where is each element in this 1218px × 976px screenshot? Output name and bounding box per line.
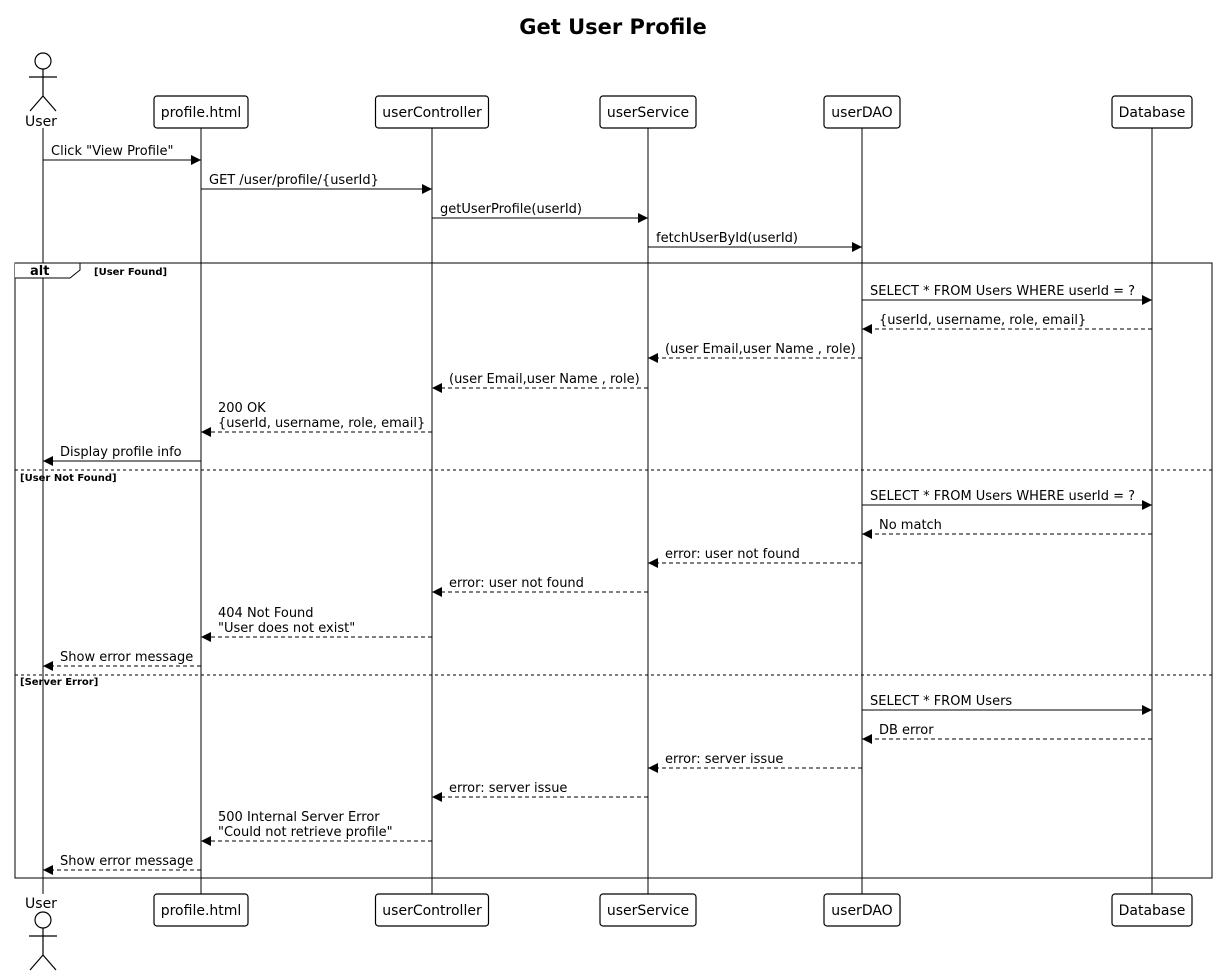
participant-label-top-dao: userDAO xyxy=(831,105,892,121)
message-label-11: SELECT * FROM Users WHERE userId = ? xyxy=(870,489,1135,504)
message-label-7: (user Email,user Name , role) xyxy=(665,342,856,357)
alt-fragment-frame xyxy=(14,262,1213,879)
participant-label-bottom-user: User xyxy=(25,896,57,912)
message-label-17: SELECT * FROM Users xyxy=(870,694,1012,709)
participant-label-top-profile: profile.html xyxy=(161,105,242,121)
participant-box-top-service xyxy=(599,95,697,129)
message-label-5: SELECT * FROM Users WHERE userId = ? xyxy=(870,284,1135,299)
alt-fragment: alt [User Found] [User Not Found] [Serve… xyxy=(14,262,1213,879)
alt-operator-label: alt xyxy=(30,264,49,279)
participant-box-bottom-controller xyxy=(374,893,490,927)
message-label-20: error: server issue xyxy=(449,781,567,796)
message-label-18: DB error xyxy=(879,723,934,738)
participant-box-bottom-dao xyxy=(823,893,901,927)
participant-label-bottom-dao: userDAO xyxy=(831,903,892,919)
participant-heads: UserUserprofile.htmlprofile.htmluserCont… xyxy=(25,52,1193,971)
participant-label-bottom-db: Database xyxy=(1119,903,1186,919)
actor-icon-top xyxy=(29,52,57,112)
message-label-6: {userId, username, role, email} xyxy=(879,313,1086,328)
participant-label-top-service: userService xyxy=(607,105,689,121)
diagram-title: Get User Profile xyxy=(519,15,706,39)
guard-user-not-found: [User Not Found] xyxy=(20,473,117,484)
messages: Click "View Profile" GET /user/profile/{u… xyxy=(43,144,1152,875)
lifelines xyxy=(42,128,1153,894)
participant-label-bottom-service: userService xyxy=(607,903,689,919)
message-label-21-line-1: 500 Internal Server Error xyxy=(218,810,380,825)
message-label-19: error: server issue xyxy=(665,752,783,767)
message-label-9-line-1: 200 OK xyxy=(218,401,266,416)
message-label-16: Show error message xyxy=(60,650,193,665)
message-label-8: (user Email,user Name , role) xyxy=(449,372,640,387)
participant-label-top-user: User xyxy=(25,114,57,130)
participant-label-top-controller: userController xyxy=(382,105,482,121)
participant-box-top-controller xyxy=(374,95,490,129)
message-label-9-line-2: {userId, username, role, email} xyxy=(218,416,425,431)
participant-label-bottom-profile: profile.html xyxy=(161,903,242,919)
actor-icon-bottom xyxy=(29,911,57,971)
message-label-4: fetchUserById(userId) xyxy=(656,231,798,246)
participant-label-top-db: Database xyxy=(1119,105,1186,121)
participant-box-top-dao xyxy=(823,95,901,129)
participant-box-bottom-service xyxy=(599,893,697,927)
guard-user-found: [User Found] xyxy=(94,267,167,278)
participant-box-bottom-profile xyxy=(153,893,249,927)
alt-operator-tab xyxy=(15,262,81,279)
message-label-3: getUserProfile(userId) xyxy=(440,202,582,217)
participant-box-top-profile xyxy=(153,95,249,129)
message-label-21-line-2: "Could not retrieve profile" xyxy=(218,825,393,840)
message-label-22: Show error message xyxy=(60,854,193,869)
participant-box-top-db xyxy=(1111,95,1193,129)
message-label-15-line-2: "User does not exist" xyxy=(218,621,355,636)
message-label-1: Click "View Profile" xyxy=(51,144,173,159)
participant-box-bottom-db xyxy=(1111,893,1193,927)
message-label-14: error: user not found xyxy=(449,576,584,591)
participant-label-bottom-controller: userController xyxy=(382,903,482,919)
guard-server-error: [Server Error] xyxy=(20,677,98,688)
message-label-12: No match xyxy=(879,518,942,533)
message-label-2: GET /user/profile/{userId} xyxy=(209,173,379,188)
message-label-15-line-1: 404 Not Found xyxy=(218,606,314,621)
message-label-13: error: user not found xyxy=(665,547,800,562)
message-label-10: Display profile info xyxy=(60,445,182,460)
